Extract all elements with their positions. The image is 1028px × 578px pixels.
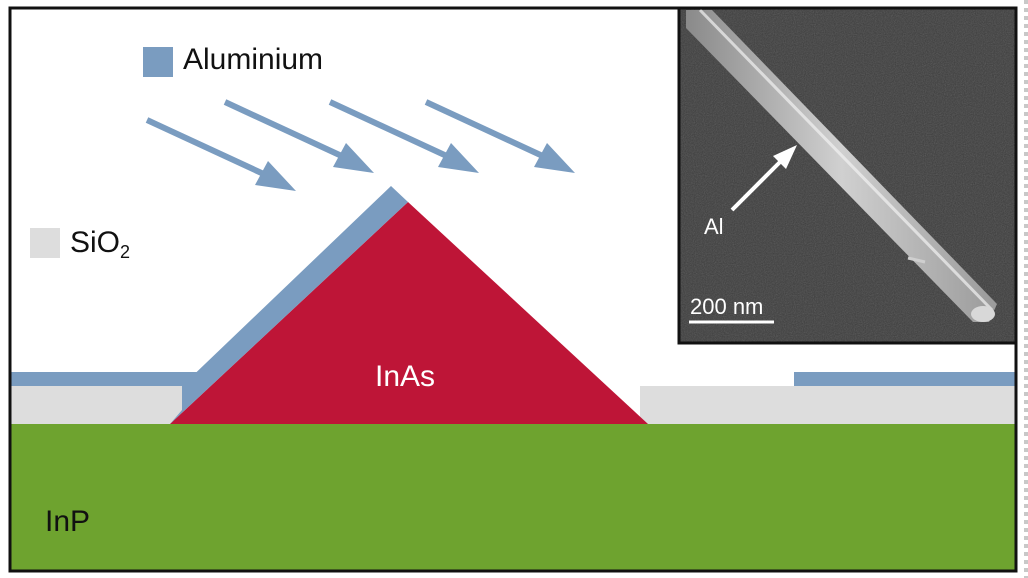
aluminium-strip-left [10, 372, 197, 386]
flux-arrow-1 [145, 117, 270, 179]
aluminium-facet [170, 186, 408, 424]
aluminium-strip-right [794, 372, 1016, 386]
nanowire-step [907, 256, 926, 264]
nanowire-body [686, 10, 997, 322]
sio2-right [640, 386, 1016, 424]
flux-arrow-2 [223, 99, 348, 161]
aluminium-legend-swatch [143, 47, 173, 77]
inp-substrate [10, 424, 1016, 571]
nanowire-image [686, 8, 997, 322]
flux-arrow-4 [424, 99, 549, 161]
sio2-main-text: SiO [70, 226, 121, 259]
flux-arrow-3-head [438, 143, 479, 173]
al-pointer-arrow [730, 156, 786, 212]
aluminium-legend-label: Aluminium [183, 43, 324, 76]
sio2-legend-swatch [30, 228, 60, 258]
scale-bar-label: 200 nm [690, 294, 764, 319]
inas-nanowire [170, 202, 648, 424]
nanowire-tip [971, 306, 995, 322]
flux-arrow-4-head [534, 143, 575, 173]
sio2-legend-label: SiO2 [70, 226, 130, 263]
al-pointer-arrowhead [773, 145, 797, 169]
flux-arrow-3 [328, 99, 453, 161]
flux-arrow-2-head [333, 143, 374, 173]
flux-arrow-1-head [255, 161, 296, 191]
sem-inset [677, 6, 1018, 345]
sio2-left [10, 386, 182, 424]
page-edge-dashes [1024, 0, 1028, 578]
sio2-subscript: 2 [120, 242, 131, 262]
aluminium-flux-arrows [145, 99, 575, 191]
nanowire-edge-highlight [698, 8, 994, 312]
inas-label: InAs [375, 360, 436, 393]
figure-frame [8, 6, 1018, 573]
inp-label: InP [45, 505, 91, 538]
al-pointer-label: Al [704, 214, 724, 239]
